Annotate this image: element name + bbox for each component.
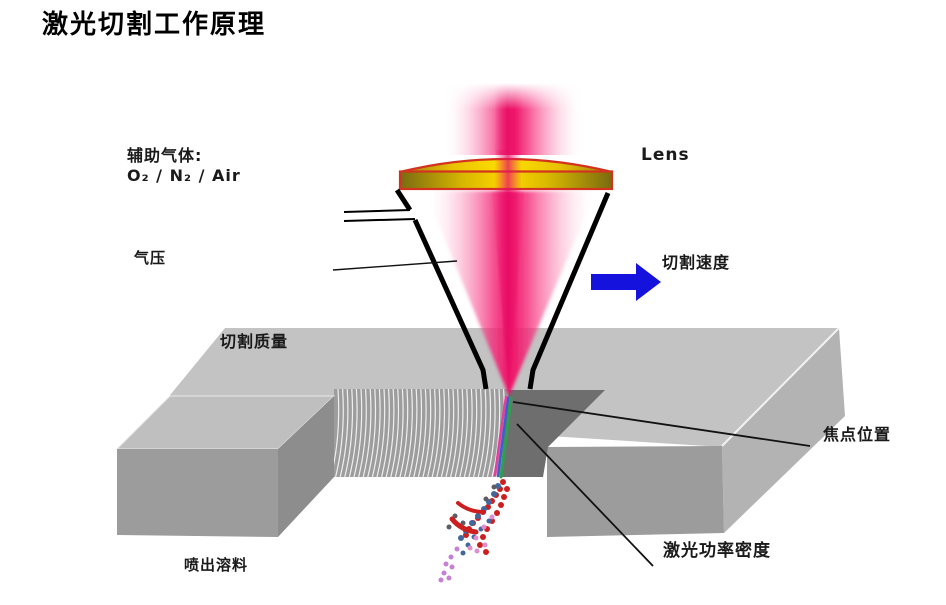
cutting-speed-label: 切割速度	[662, 253, 731, 272]
sparks	[438, 479, 510, 583]
laser-cone	[425, 191, 596, 396]
laser-beam-through-lens	[495, 150, 521, 191]
focus-leader-line	[512, 401, 811, 447]
aux-gas-label: 辅助气体: O₂ / N₂ / Air	[127, 146, 241, 186]
right-block-front-face	[547, 446, 724, 537]
cut-face-striations	[334, 389, 509, 477]
ejected-melt-label: 喷出溶料	[184, 556, 249, 574]
gas-inlet-lines	[343, 209, 416, 222]
right-block-top-highlight	[721, 327, 840, 447]
left-block-side-face	[278, 396, 334, 537]
right-block-side-face	[722, 328, 845, 533]
focus-lens	[398, 150, 614, 191]
power-leader-line	[516, 423, 654, 567]
left-block-front-face	[117, 449, 278, 537]
kerf-melt-lines	[493, 395, 513, 479]
laser-beam	[443, 83, 584, 155]
gas-pressure-line	[332, 260, 458, 271]
focus-position-label: 焦点位置	[823, 425, 892, 444]
cutting-speed-arrow	[591, 263, 661, 301]
page-title: 激光切割工作原理	[42, 10, 267, 39]
aux-gas-types: O₂ / N₂ / Air	[127, 166, 241, 185]
nozzle	[394, 188, 611, 390]
lens-label: Lens	[641, 145, 690, 165]
laser-power-density-label: 激光功率密度	[663, 541, 771, 561]
workpiece	[115, 327, 845, 537]
gas-pressure-label: 气压	[134, 249, 167, 267]
cutting-quality-label: 切割质量	[220, 332, 289, 351]
aux-gas-title: 辅助气体:	[127, 146, 203, 165]
